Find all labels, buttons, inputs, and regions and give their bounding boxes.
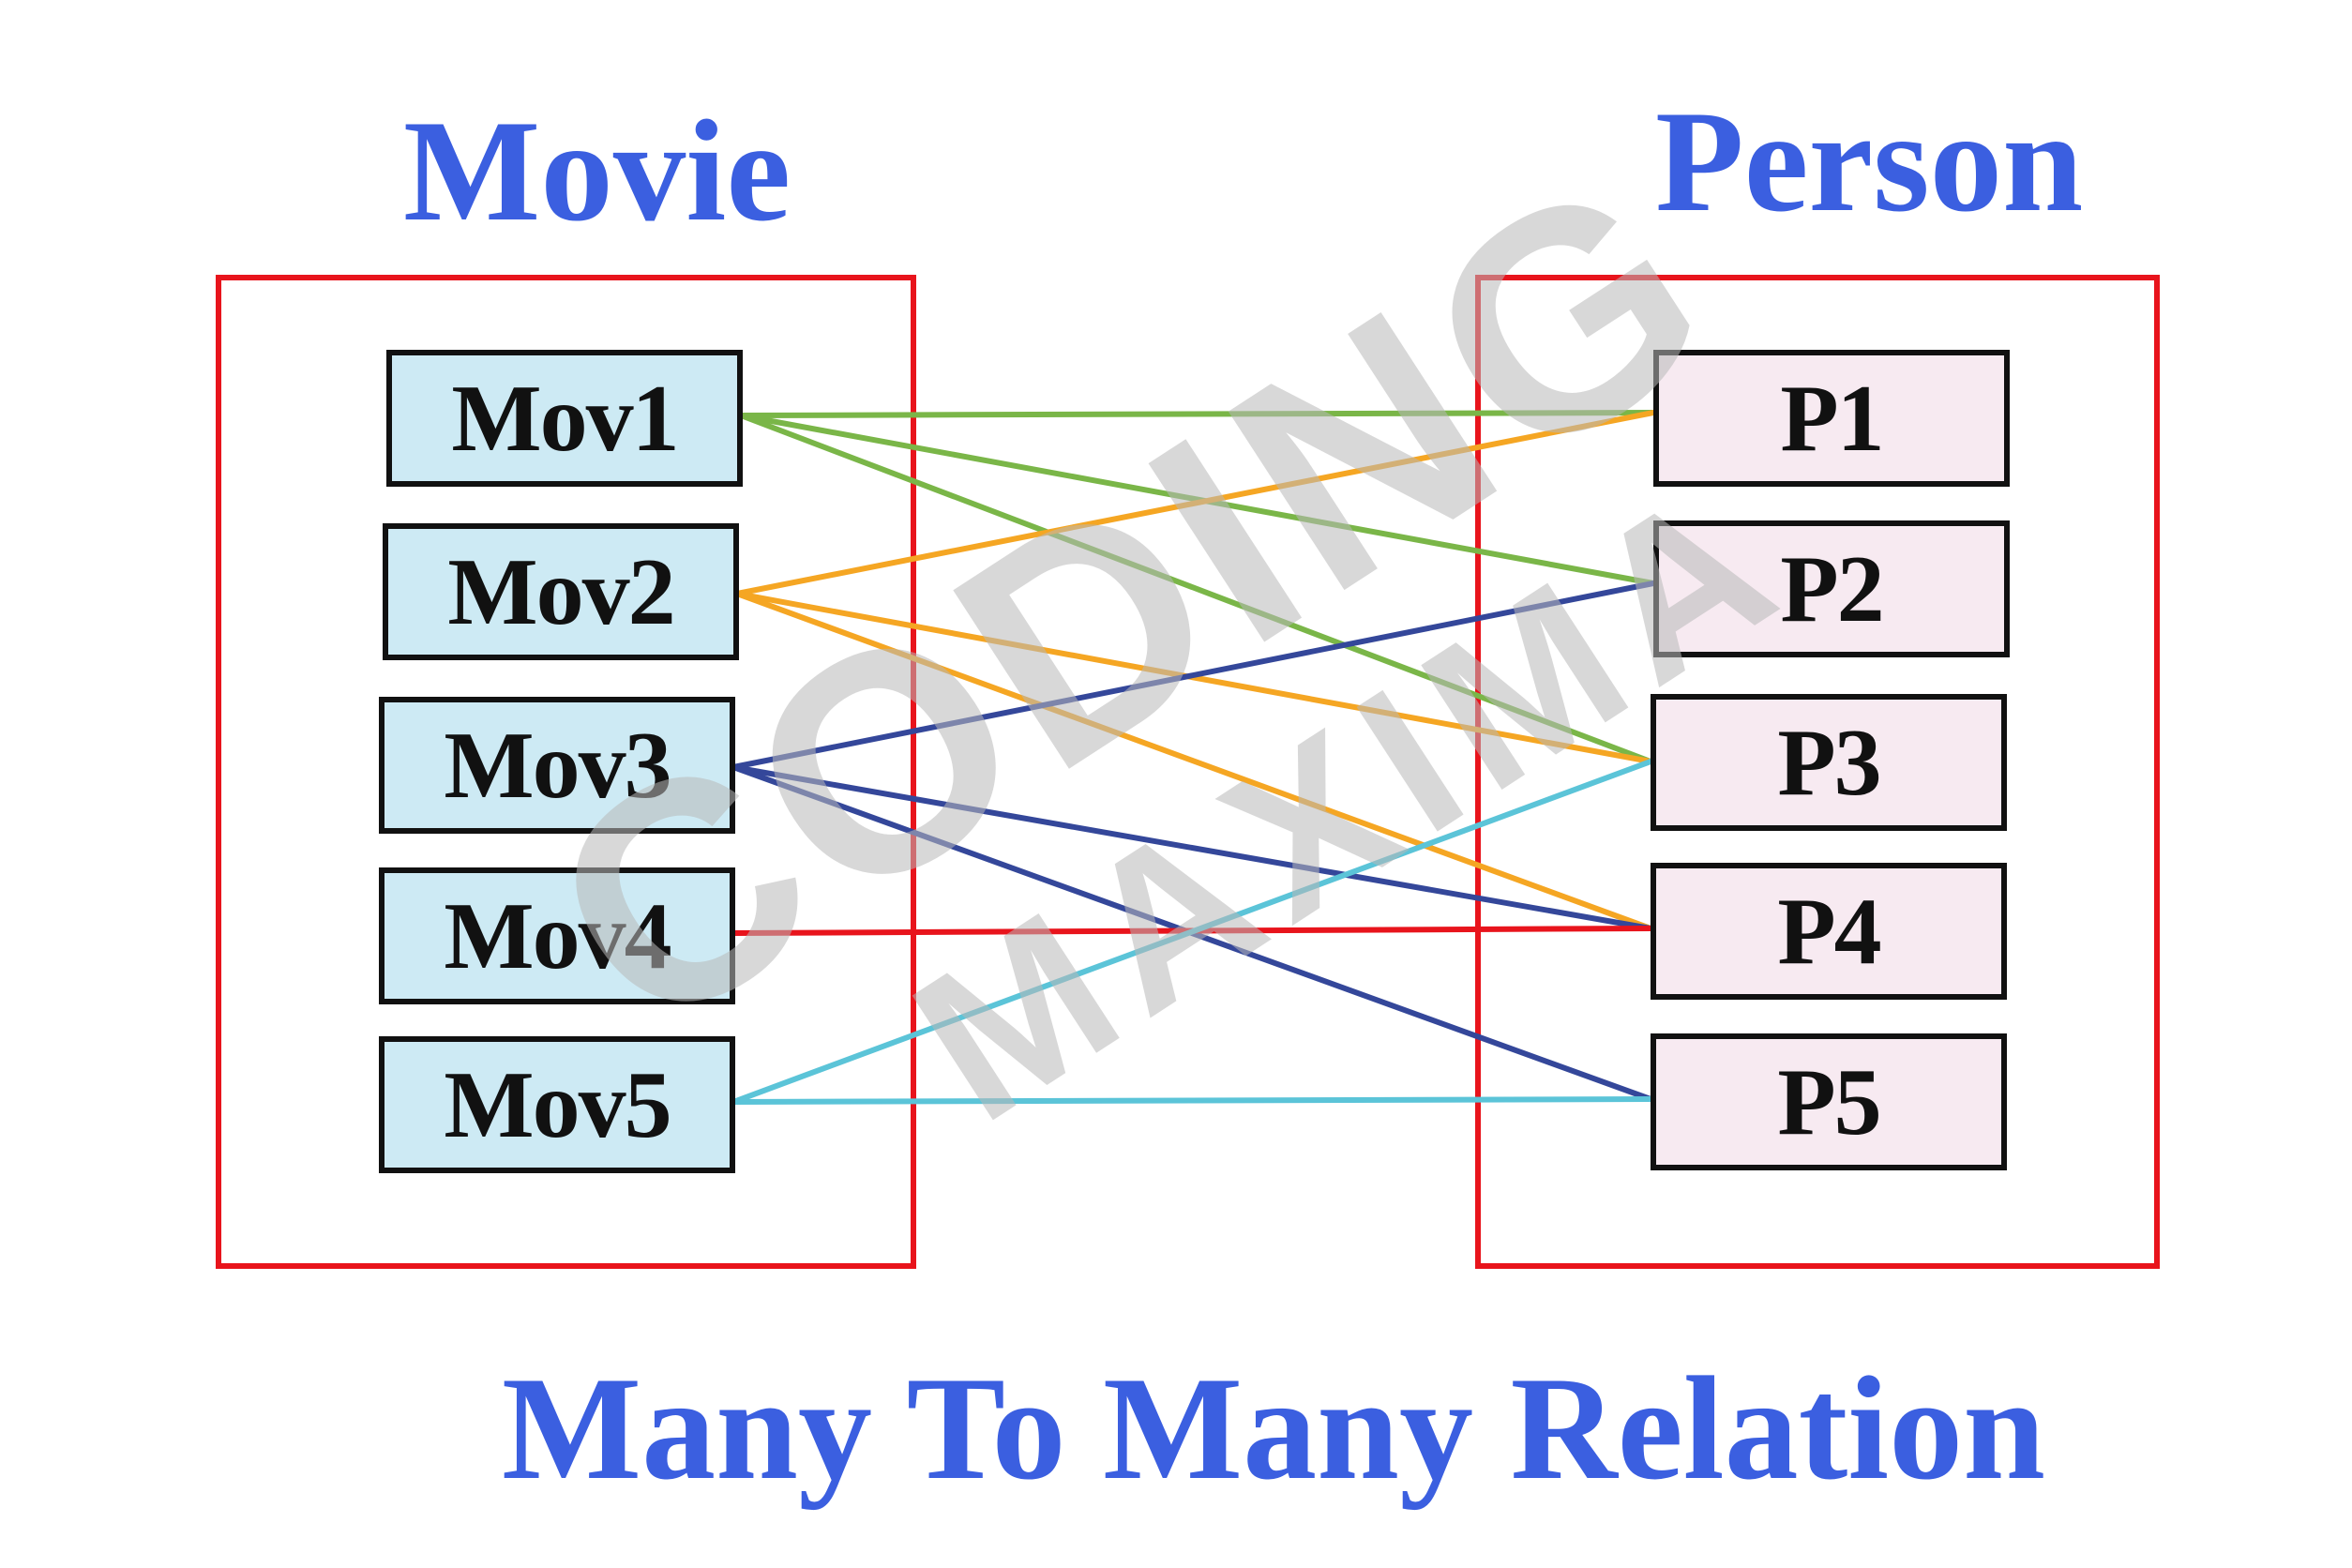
person-node-p4: P4 (1651, 863, 2007, 1000)
movie-node-mov3: Mov3 (379, 697, 735, 834)
relation-line-mov1-p3 (738, 413, 1653, 764)
person-node-p1: P1 (1653, 350, 2010, 487)
movie-node-mov5: Mov5 (379, 1036, 735, 1173)
movie-node-mov1: Mov1 (386, 350, 743, 487)
movie-node-mov4: Mov4 (379, 867, 735, 1004)
relation-line-mov2-p4 (734, 591, 1653, 931)
relation-line-mov1-p1 (738, 410, 1656, 418)
movie-set-frame (216, 275, 916, 1269)
relation-line-mov3-p4 (731, 764, 1653, 931)
relation-line-mov1-p2 (738, 413, 1656, 586)
relation-line-mov5-p3 (731, 759, 1653, 1105)
movie-set-title: Movie (403, 90, 792, 251)
relation-line-mov2-p1 (734, 410, 1656, 596)
movie-node-mov2: Mov2 (383, 523, 739, 660)
person-set-title: Person (1655, 81, 2084, 242)
relation-line-mov3-p2 (731, 580, 1656, 770)
person-node-p2: P2 (1653, 520, 2010, 657)
relation-line-mov5-p5 (731, 1096, 1653, 1105)
diagram-caption: Many To Many Relation (502, 1347, 2046, 1511)
person-node-p3: P3 (1651, 694, 2007, 831)
person-set-frame (1475, 275, 2160, 1269)
person-node-p5: P5 (1651, 1033, 2007, 1170)
